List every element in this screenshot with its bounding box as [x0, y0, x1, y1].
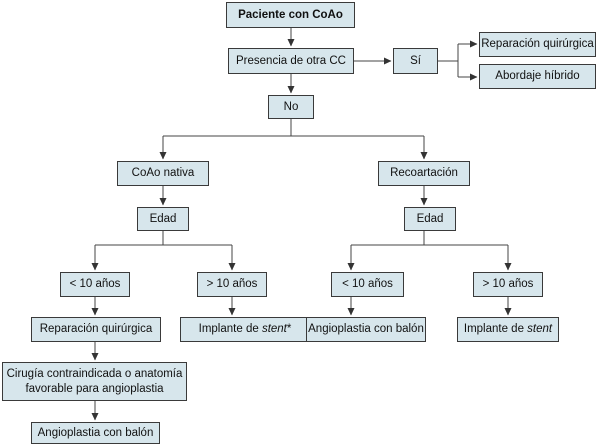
node-yes: Sí [393, 48, 438, 74]
node-other-cc: Presencia de otra CC [228, 48, 354, 74]
node-label: Reparación quirúrgica [481, 38, 594, 51]
node-label-line2: favorable para angioplastia [25, 382, 164, 395]
node-surgical-repair-top: Reparación quirúrgica [479, 32, 596, 57]
node-label: No [283, 100, 299, 113]
node-age-left: Edad [137, 207, 189, 231]
node-label-line1: Cirugía contraindicada o anatomía [6, 368, 183, 381]
node-surgical-repair: Reparación quirúrgica [31, 317, 161, 342]
node-label: Recoartación [390, 167, 458, 180]
branch-yes-options [438, 44, 459, 77]
node-label: Angioplastia con balón [308, 323, 424, 336]
node-label: Presencia de otra CC [236, 54, 346, 67]
node-label: Edad [149, 212, 177, 225]
branch-age-left [95, 230, 232, 246]
node-label: Reparación quirúrgica [39, 323, 153, 336]
node-recoarctation: Recoartación [378, 161, 470, 186]
node-label: Angioplastia con balón [37, 426, 154, 439]
node-label: Edad [416, 212, 444, 225]
node-contraindicated-surgery: Cirugía contraindicada o anatomía favora… [2, 362, 187, 401]
node-age-right: Edad [404, 207, 456, 231]
node-angioplasty-balloon-right: Angioplastia con balón [306, 317, 426, 342]
node-stent-implant-left: Implante de stent* [180, 317, 310, 342]
node-label: Paciente con CoAo [238, 8, 343, 21]
node-label: > 10 años [482, 278, 534, 291]
branch-age-right [351, 230, 508, 246]
node-label: Sí [410, 54, 421, 67]
node-label: Abordaje híbrido [495, 70, 580, 83]
node-gt10-right: > 10 años [473, 272, 543, 297]
node-label: < 10 años [342, 278, 393, 291]
node-native-coao: CoAo nativa [117, 161, 209, 186]
node-lt10-right: < 10 años [331, 272, 404, 297]
node-angioplasty-balloon-bottom: Angioplastia con balón [31, 422, 160, 444]
node-stent-implant-right: Implante de stent [457, 317, 559, 342]
node-no: No [268, 95, 314, 119]
node-label: > 10 años [206, 278, 258, 291]
node-patient-coao: Paciente con CoAo [226, 2, 355, 28]
node-label: CoAo nativa [131, 167, 195, 180]
node-label: Implante de stent [463, 323, 553, 336]
node-gt10-left: > 10 años [197, 272, 267, 297]
node-label: < 10 años [69, 278, 121, 291]
node-label: Implante de stent* [198, 323, 292, 336]
branch-no [163, 118, 424, 137]
node-hybrid-approach: Abordaje híbrido [479, 64, 596, 89]
node-lt10-left: < 10 años [60, 272, 130, 297]
